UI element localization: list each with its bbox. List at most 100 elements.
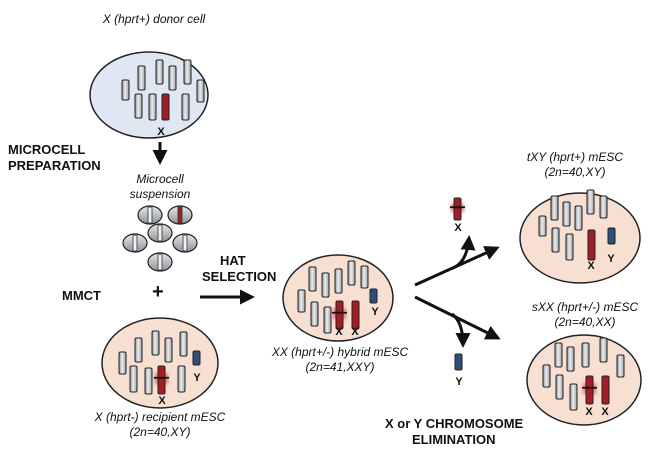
autosome bbox=[586, 189, 595, 215]
microcell bbox=[147, 252, 173, 272]
eliminated-x-chromosome bbox=[450, 197, 465, 221]
hybrid-x2-label: X bbox=[351, 326, 359, 338]
autosome bbox=[144, 367, 153, 395]
autosome bbox=[179, 331, 188, 357]
txy-y-chromosome bbox=[607, 227, 616, 245]
sxx-caption-1: sXX (hprt+/-) mESC bbox=[531, 300, 639, 314]
autosome bbox=[542, 364, 551, 388]
hybrid-x-chromosome-donor bbox=[351, 300, 360, 330]
microcell bbox=[172, 233, 198, 253]
mmct-label: MMCT bbox=[62, 288, 101, 303]
txy-y-label: Y bbox=[607, 253, 615, 265]
autosome bbox=[164, 337, 173, 363]
donor-x-chromosome bbox=[161, 93, 170, 121]
autosome bbox=[177, 365, 186, 393]
microcell bbox=[122, 233, 148, 253]
hybrid-caption-2: (2n=41,XXY) bbox=[305, 360, 375, 374]
autosome bbox=[151, 330, 160, 356]
hybrid-caption-1: XX (hprt+/-) hybrid mESC bbox=[271, 345, 409, 359]
recipient-y-chromosome bbox=[192, 350, 201, 366]
autosome bbox=[129, 365, 138, 393]
txy-cell-membrane bbox=[519, 192, 641, 284]
autosome bbox=[155, 59, 164, 85]
sxx-cell bbox=[526, 334, 642, 426]
txy-x-chromosome bbox=[587, 229, 596, 261]
autosome bbox=[574, 205, 583, 231]
autosome bbox=[137, 65, 146, 91]
autosome bbox=[538, 215, 547, 237]
sxx-x2-label: X bbox=[601, 406, 609, 418]
eliminated-y-label: Y bbox=[455, 376, 463, 388]
elimination-arrows bbox=[414, 235, 501, 348]
autosome bbox=[323, 306, 332, 334]
microcell-preparation-label-2: PREPARATION bbox=[8, 158, 101, 173]
microcell bbox=[137, 205, 163, 225]
sxx-x-chromosome-hprt-mutant bbox=[582, 375, 597, 405]
autosome bbox=[554, 342, 563, 368]
donor-x-label: X bbox=[157, 126, 165, 138]
microcell bbox=[147, 223, 173, 243]
eliminated-x-chromosome-body bbox=[450, 197, 465, 221]
autosome bbox=[297, 289, 306, 313]
recipient-caption-1: X (hprt-) recipient mESC bbox=[94, 410, 226, 424]
recipient-x-label: X bbox=[158, 395, 166, 407]
eliminated-x-label: X bbox=[454, 222, 462, 234]
sxx-x1-label: X bbox=[585, 406, 593, 418]
sxx-x-chromosome-donor bbox=[601, 375, 610, 405]
hat-label-2: SELECTION bbox=[202, 269, 277, 284]
microcell-preparation-label-1: MICROCELL bbox=[8, 142, 86, 157]
autosome bbox=[616, 354, 625, 378]
autosome bbox=[310, 301, 319, 327]
autosome bbox=[183, 59, 192, 85]
autosome bbox=[168, 65, 177, 91]
elimination-label-2: ELIMINATION bbox=[412, 432, 496, 447]
autosome bbox=[134, 93, 143, 119]
autosome bbox=[134, 337, 143, 363]
autosome bbox=[565, 233, 574, 261]
autosome bbox=[118, 351, 127, 375]
autosome bbox=[334, 268, 343, 294]
autosome bbox=[181, 93, 190, 121]
autosome bbox=[321, 272, 330, 298]
hybrid-y-chromosome bbox=[369, 288, 378, 304]
autosome bbox=[562, 201, 571, 227]
hybrid-cell bbox=[282, 254, 394, 342]
recipient-caption-2: (2n=40,XY) bbox=[129, 425, 191, 439]
autosome bbox=[599, 195, 608, 219]
txy-caption-1: tXY (hprt+) mESC bbox=[526, 150, 624, 164]
hybrid-x-chromosome-hprt-mutant bbox=[332, 300, 347, 330]
autosome bbox=[551, 227, 560, 253]
arrow-x-elimination bbox=[452, 235, 476, 270]
txy-caption-2: (2n=40,XY) bbox=[544, 165, 606, 179]
txy-cell bbox=[519, 189, 641, 284]
recipient-x-chromosome-hprt-mutant bbox=[154, 365, 169, 395]
sxx-caption-2: (2n=40,XX) bbox=[554, 315, 616, 329]
autosome bbox=[308, 266, 317, 292]
autosome bbox=[569, 383, 578, 411]
hat-label-1: HAT bbox=[220, 253, 246, 268]
recipient-cell bbox=[101, 317, 219, 409]
elimination-label-1: X or Y CHROMOSOME bbox=[385, 416, 524, 431]
autosome bbox=[148, 93, 157, 121]
autosome bbox=[550, 195, 559, 221]
eliminated-y-chromosome-body bbox=[454, 353, 463, 371]
plus-sign: + bbox=[152, 281, 164, 303]
microcell-suspension bbox=[122, 205, 198, 272]
microcell-with-x bbox=[167, 205, 193, 225]
hybrid-x1-label: X bbox=[335, 326, 343, 338]
txy-x-label: X bbox=[587, 260, 595, 272]
eliminated-y-chromosome bbox=[454, 353, 463, 371]
autosome bbox=[566, 346, 575, 372]
autosome bbox=[360, 265, 369, 289]
autosome bbox=[555, 374, 564, 400]
microcell-suspension-label-1: Microcell bbox=[136, 172, 184, 186]
autosome bbox=[121, 79, 130, 101]
autosome bbox=[581, 342, 590, 368]
hybrid-y-label: Y bbox=[371, 306, 379, 318]
donor-cell-title: X (hprt+) donor cell bbox=[102, 12, 206, 26]
autosome bbox=[347, 260, 356, 286]
recipient-y-label: Y bbox=[193, 372, 201, 384]
arrow-y-elimination bbox=[451, 312, 471, 348]
microcell-suspension-label-2: suspension bbox=[129, 187, 191, 201]
